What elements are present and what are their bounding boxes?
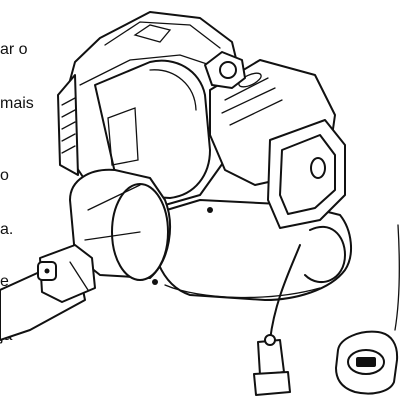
text-fragment-middle: o a. <box>0 131 14 257</box>
choke-knob <box>204 51 246 89</box>
text-line: o <box>0 167 9 184</box>
text-line: e <box>0 273 9 290</box>
fuel-line <box>253 225 346 396</box>
text-fragment-top: ar o mais <box>0 5 40 131</box>
clutch-housing <box>69 168 213 285</box>
fuel-cap <box>335 224 400 395</box>
text-line: mais <box>0 95 34 112</box>
cooling-fins <box>57 74 79 176</box>
text-line: ar o <box>0 41 28 58</box>
drive-shaft <box>0 244 96 341</box>
engine-hood <box>94 59 211 199</box>
air-filter-box <box>267 119 346 229</box>
text-line: a. <box>0 221 14 238</box>
